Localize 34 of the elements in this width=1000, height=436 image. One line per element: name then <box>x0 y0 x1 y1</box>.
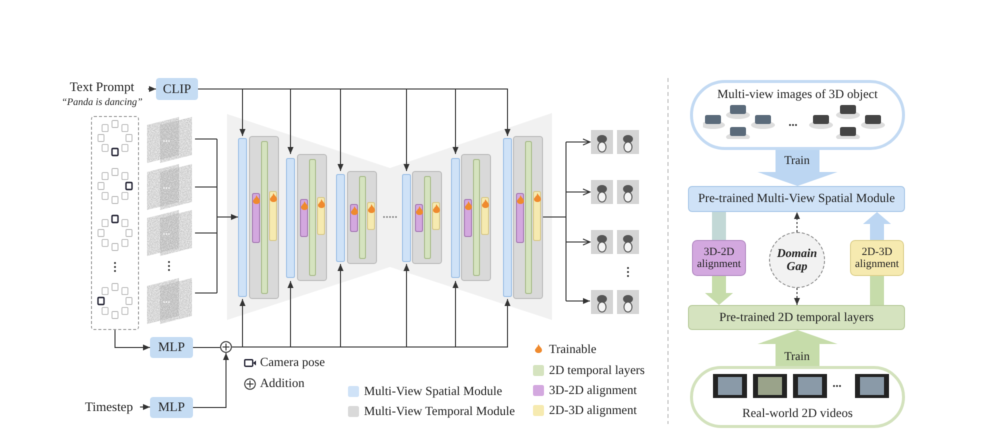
legend-label: Multi-View Spatial Module <box>364 384 502 399</box>
arrow <box>542 138 592 304</box>
module-box: Pre-trained Multi-View Spatial Module <box>688 186 905 212</box>
legend-label: 2D-3D alignment <box>549 403 637 418</box>
arrow <box>114 330 150 350</box>
legend-label: Addition <box>260 376 304 391</box>
legend-label: Camera pose <box>260 355 325 370</box>
legend-label: Trainable <box>549 342 596 357</box>
legend-label: 3D-2D alignment <box>549 383 637 398</box>
domain-gap-circle: Domain Gap <box>769 232 825 288</box>
block-arrow <box>758 330 838 366</box>
block-arrow <box>863 212 891 240</box>
layer-box: Pre-trained 2D temporal layers <box>688 305 905 330</box>
arrow <box>140 404 150 410</box>
legend-label: 2D temporal layers <box>549 363 645 378</box>
arrow <box>194 138 238 294</box>
panel-title: Real-world 2D videos <box>741 406 854 421</box>
module-box: CLIP <box>156 78 198 100</box>
alignment-box: 3D-2D alignment <box>692 240 746 276</box>
module-box: MLP <box>150 397 193 418</box>
input-label: Timestep <box>78 398 140 416</box>
panel-title: Multi-view images of 3D object <box>716 87 879 102</box>
block-arrow <box>758 150 838 186</box>
alignment-box: 2D-3D alignment <box>850 240 904 276</box>
block-arrow <box>705 276 733 305</box>
module-box: MLP <box>150 337 193 358</box>
arrow <box>232 298 510 348</box>
arrow <box>192 352 229 408</box>
legend-label: Multi-View Temporal Module <box>364 404 515 419</box>
arrow <box>148 86 156 92</box>
arrow <box>794 212 800 232</box>
prompt-example: “Panda is dancing” <box>60 97 144 108</box>
prompt-label: Text Prompt <box>68 79 136 95</box>
arrow <box>794 288 800 306</box>
